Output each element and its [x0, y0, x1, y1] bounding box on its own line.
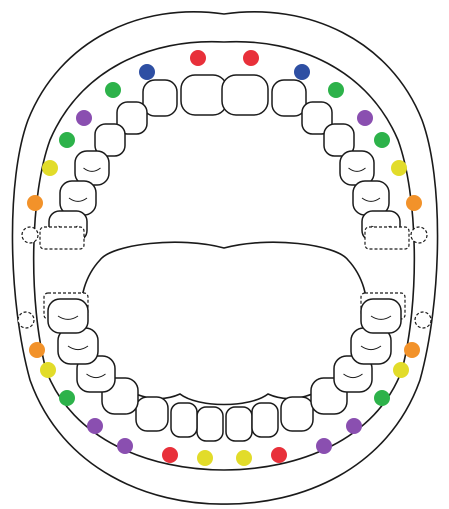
upper-left-dot-4-purple — [76, 110, 92, 126]
upper-left-dot-5-green — [59, 132, 75, 148]
lower-left-tooth-2 — [171, 403, 197, 437]
lower-left-dot-1-empty — [18, 312, 34, 328]
upper-right-dot-3-green — [328, 82, 344, 98]
lower-left-tooth-1 — [197, 407, 223, 441]
lower-left-dot-3-yellow — [40, 362, 56, 378]
lower-right-dot-1-empty — [415, 312, 431, 328]
lower-left-dot-7-red — [162, 447, 178, 463]
lower-arch — [48, 299, 401, 441]
upper-left-dot-6-yellow — [42, 160, 58, 176]
upper-right-dot-4-purple — [357, 110, 373, 126]
lower-right-tooth-7 — [361, 299, 401, 333]
lower-right-dot-8-yellow — [236, 450, 252, 466]
upper-right-tooth-6 — [353, 181, 389, 215]
missing-molar-outline-1-right — [365, 227, 409, 249]
upper-left-dot-8-empty — [22, 227, 38, 243]
lower-left-dot-6-purple — [117, 438, 133, 454]
lower-left-dot-2-orange — [29, 342, 45, 358]
upper-left-dot-7-orange — [27, 195, 43, 211]
color-dots — [18, 50, 431, 466]
upper-left-tooth-1 — [181, 75, 227, 115]
lower-left-tooth-7 — [48, 299, 88, 333]
lower-left-dot-8-yellow — [197, 450, 213, 466]
lower-right-dot-2-orange — [404, 342, 420, 358]
upper-right-tooth-5 — [340, 151, 374, 185]
lower-right-dot-6-purple — [316, 438, 332, 454]
missing-molar-outline-1-left — [40, 227, 84, 249]
upper-right-dot-1-red — [243, 50, 259, 66]
lower-right-dot-7-red — [271, 447, 287, 463]
lower-right-tooth-3 — [281, 397, 313, 431]
upper-right-tooth-2 — [272, 80, 306, 116]
lower-right-dot-3-yellow — [393, 362, 409, 378]
upper-right-dot-5-green — [374, 132, 390, 148]
upper-left-tooth-5 — [75, 151, 109, 185]
lower-right-tooth-2 — [252, 403, 278, 437]
lower-left-dot-5-purple — [87, 418, 103, 434]
lower-right-tooth-1 — [226, 407, 252, 441]
upper-left-dot-2-blue — [139, 64, 155, 80]
lower-right-dot-5-purple — [346, 418, 362, 434]
upper-right-dot-8-empty — [411, 227, 427, 243]
upper-right-tooth-1 — [222, 75, 268, 115]
upper-right-dot-2-blue — [294, 64, 310, 80]
upper-left-tooth-2 — [143, 80, 177, 116]
upper-left-dot-1-red — [190, 50, 206, 66]
lower-left-tooth-3 — [136, 397, 168, 431]
upper-right-dot-6-yellow — [391, 160, 407, 176]
lower-right-dot-4-green — [374, 390, 390, 406]
upper-left-tooth-6 — [60, 181, 96, 215]
upper-left-dot-3-green — [105, 82, 121, 98]
upper-arch — [40, 75, 409, 319]
lower-left-dot-4-green — [59, 390, 75, 406]
upper-right-dot-7-orange — [406, 195, 422, 211]
